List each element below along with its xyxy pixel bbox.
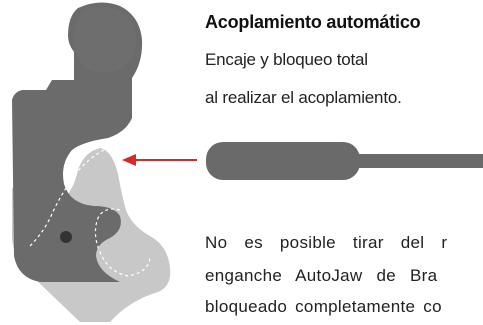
pivot-pin — [60, 231, 72, 243]
tow-bar-illustration — [206, 142, 483, 180]
feature-subtitle-line-2: al realizar el acoplamiento. — [205, 88, 402, 107]
feature-title: Acoplamiento automático — [205, 12, 421, 32]
arrow-left-icon — [122, 154, 197, 166]
description-line-3: bloqueado completamente co — [205, 297, 442, 316]
description-line-1: No es posible tirar del r — [205, 233, 448, 252]
feature-subtitle-line-1: Encaje y bloqueo total — [205, 50, 368, 69]
description-line-2: enganche AutoJaw de Bra — [205, 266, 438, 285]
dashed-outline-right — [94, 208, 151, 277]
dashed-outline-left — [29, 149, 105, 247]
coupling-ball — [74, 6, 137, 74]
